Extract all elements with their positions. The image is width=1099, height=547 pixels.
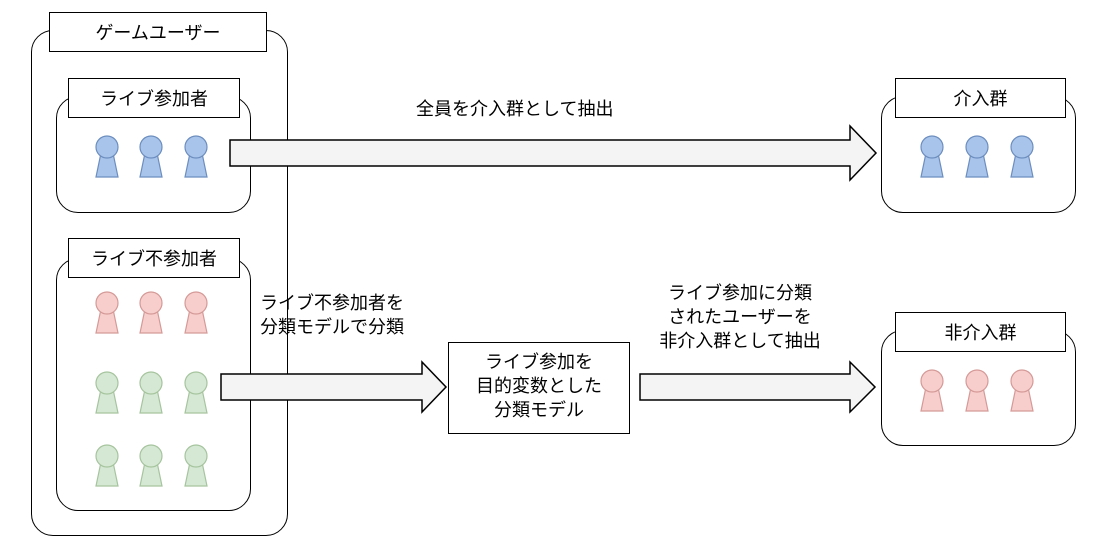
person-icon <box>139 444 163 487</box>
arrow-right-label-line-3: 非介入群として抽出 <box>659 331 821 352</box>
person-icon <box>95 135 119 178</box>
live-participants-title: ライブ参加者 <box>68 78 240 118</box>
non-intervention-group-title: 非介入群 <box>895 312 1066 352</box>
person-icon <box>95 371 119 414</box>
live-nonparticipants-title: ライブ不参加者 <box>68 238 240 278</box>
arrow-left-label-line-1: ライブ不参加者を <box>260 293 404 314</box>
arrow-right-label: ライブ参加に分類 されたユーザーを 非介入群として抽出 <box>650 282 830 354</box>
classification-model-box: ライブ参加を 目的変数とした 分類モデル <box>448 342 630 434</box>
model-line-3: 分類モデル <box>494 400 584 421</box>
model-line-2: 目的変数とした <box>476 376 602 397</box>
game-users-title: ゲームユーザー <box>49 12 267 52</box>
model-line-1: ライブ参加を <box>485 352 593 373</box>
person-icon <box>1010 135 1034 178</box>
person-icon <box>920 135 944 178</box>
person-icon <box>965 369 989 412</box>
person-icon <box>184 371 208 414</box>
arrow-top-label: 全員を介入群として抽出 <box>416 99 614 120</box>
person-icon <box>139 291 163 334</box>
person-icon <box>1010 369 1034 412</box>
arrow-left-label-line-2: 分類モデルで分類 <box>260 317 404 338</box>
arrow-left <box>220 360 448 414</box>
person-icon <box>920 369 944 412</box>
person-icon <box>95 444 119 487</box>
person-icon <box>184 291 208 334</box>
arrow-left-label: ライブ不参加者を 分類モデルで分類 <box>260 292 404 340</box>
arrow-top <box>229 124 878 182</box>
person-icon <box>184 444 208 487</box>
arrow-right <box>639 360 877 414</box>
arrow-right-label-line-1: ライブ参加に分類 <box>668 283 812 304</box>
arrow-right-label-line-2: されたユーザーを <box>668 307 812 328</box>
person-icon <box>965 135 989 178</box>
person-icon <box>139 371 163 414</box>
person-icon <box>184 135 208 178</box>
person-icon <box>139 135 163 178</box>
intervention-group-title: 介入群 <box>895 78 1066 118</box>
person-icon <box>95 291 119 334</box>
